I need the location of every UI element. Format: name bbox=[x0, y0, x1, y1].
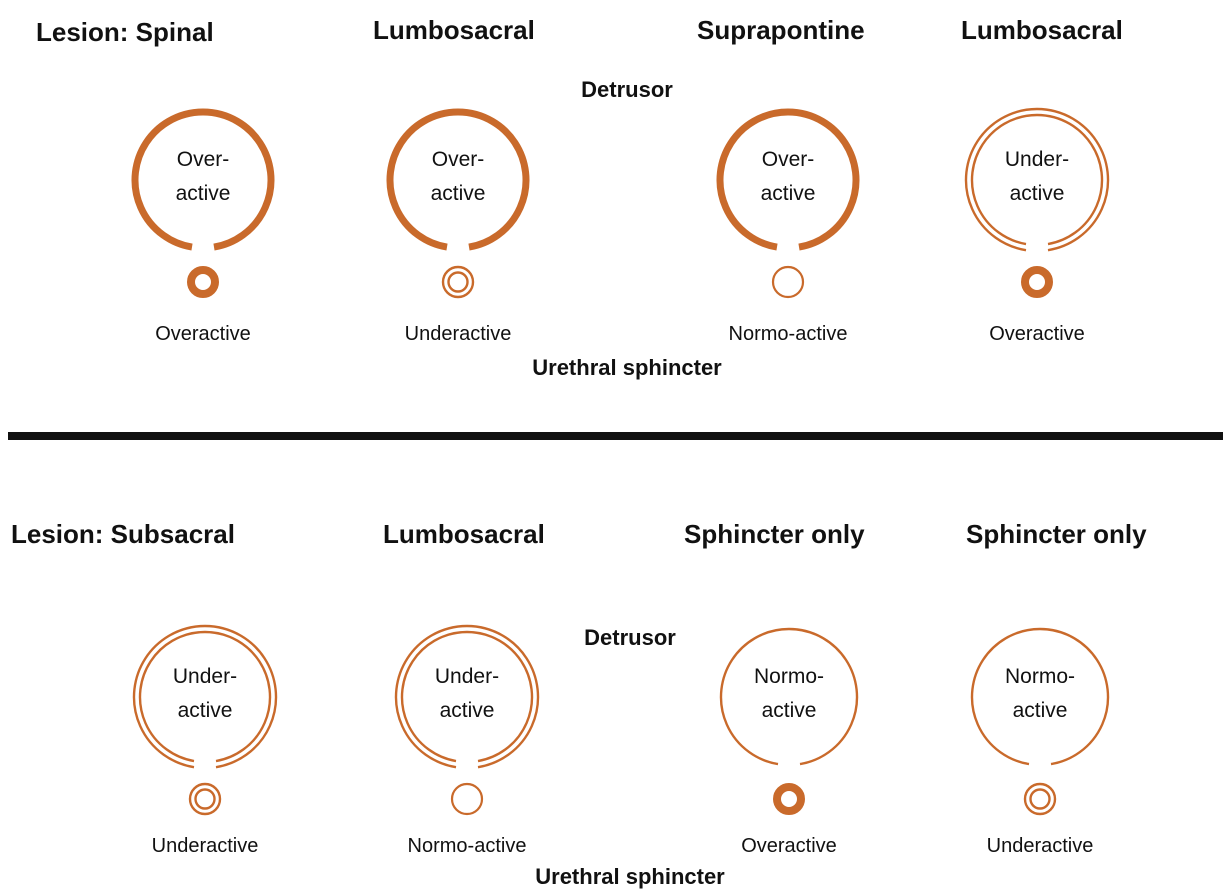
detrusor-status-line2: active bbox=[439, 699, 495, 722]
lesion-header-1: Lesion: Subsacral bbox=[11, 519, 235, 549]
lesion-header-4: Sphincter only bbox=[966, 519, 1147, 549]
detrusor-status-line2: active bbox=[175, 182, 231, 205]
detrusor-wall-arc-inner bbox=[970, 113, 1104, 246]
sphincter-status: Overactive bbox=[989, 323, 1085, 345]
detrusor-ring bbox=[132, 624, 278, 816]
lesion-header-1: Lesion: Spinal bbox=[36, 17, 214, 47]
detrusor-wall-arc-outer bbox=[394, 624, 540, 769]
sphincter-status: Normo-active bbox=[407, 835, 527, 857]
sphincter-ring bbox=[450, 782, 484, 816]
detrusor-status-line2: active bbox=[761, 699, 817, 722]
detrusor-label: Detrusor bbox=[584, 625, 676, 650]
detrusor-wall-arc bbox=[716, 108, 860, 251]
sphincter-status: Underactive bbox=[404, 323, 512, 345]
detrusor-wall-arc-outer bbox=[964, 107, 1110, 252]
bladder-unit: Normo- active Overactive bbox=[709, 619, 869, 869]
sphincter-status: Underactive bbox=[986, 835, 1094, 857]
sphincter-status: Overactive bbox=[741, 835, 837, 857]
detrusor-wall-arc bbox=[719, 627, 859, 766]
detrusor-ring bbox=[716, 108, 860, 299]
lesion-header-3: Suprapontine bbox=[697, 15, 865, 45]
detrusor-status-line1: Under- bbox=[172, 665, 238, 688]
bladder-unit: Normo- active Underactive bbox=[960, 619, 1120, 869]
detrusor-status-line1: Normo- bbox=[753, 665, 824, 688]
detrusor-status-line1: Under- bbox=[1004, 148, 1070, 171]
detrusor-ring bbox=[386, 108, 530, 299]
urethral-sphincter-label: Urethral sphincter bbox=[535, 864, 725, 889]
detrusor-ring bbox=[970, 627, 1110, 816]
detrusor-ring bbox=[964, 107, 1110, 298]
detrusor-wall-arc-outer bbox=[132, 624, 278, 769]
detrusor-ring bbox=[719, 627, 859, 815]
sphincter-ring-inner bbox=[1029, 788, 1051, 810]
sphincter-ring bbox=[1021, 266, 1053, 298]
lesion-header-3: Sphincter only bbox=[684, 519, 865, 549]
detrusor-status-line1: Over- bbox=[431, 148, 485, 171]
detrusor-status-line2: active bbox=[177, 699, 233, 722]
urethral-sphincter-label: Urethral sphincter bbox=[532, 355, 722, 380]
detrusor-ring bbox=[131, 108, 275, 298]
sphincter-ring bbox=[187, 266, 219, 298]
lesion-header-2: Lumbosacral bbox=[383, 519, 545, 549]
sphincter-ring bbox=[771, 265, 805, 299]
bladder-unit: Under- active Overactive bbox=[957, 102, 1117, 352]
panel-divider bbox=[8, 432, 1223, 440]
detrusor-wall-arc-inner bbox=[400, 630, 534, 763]
bladder-unit: Over- active Underactive bbox=[378, 102, 538, 352]
detrusor-status-line2: active bbox=[1009, 182, 1065, 205]
sphincter-status: Overactive bbox=[155, 323, 251, 345]
detrusor-wall-arc-inner bbox=[138, 630, 272, 763]
detrusor-wall-arc bbox=[970, 627, 1110, 766]
sphincter-ring bbox=[773, 783, 805, 815]
detrusor-wall-arc bbox=[131, 108, 275, 251]
detrusor-status-line1: Over- bbox=[761, 148, 815, 171]
sphincter-ring-outer bbox=[188, 782, 222, 816]
detrusor-status-line2: active bbox=[430, 182, 486, 205]
detrusor-status-line2: active bbox=[1012, 699, 1068, 722]
sphincter-ring-inner bbox=[447, 271, 469, 293]
bladder-unit: Under- active Normo-active bbox=[387, 619, 547, 869]
bladder-unit: Over- active Overactive bbox=[123, 102, 283, 352]
detrusor-status-line2: active bbox=[760, 182, 816, 205]
sphincter-ring-outer bbox=[1023, 782, 1057, 816]
lesion-header-4: Lumbosacral bbox=[961, 15, 1123, 45]
sphincter-ring-inner bbox=[194, 788, 216, 810]
detrusor-status-line1: Over- bbox=[176, 148, 230, 171]
sphincter-status: Underactive bbox=[151, 835, 259, 857]
detrusor-label: Detrusor bbox=[581, 77, 673, 102]
sphincter-status: Normo-active bbox=[728, 323, 848, 345]
lesion-header-2: Lumbosacral bbox=[373, 15, 535, 45]
bladder-unit: Over- active Normo-active bbox=[708, 102, 868, 352]
detrusor-status-line1: Under- bbox=[434, 665, 500, 688]
detrusor-wall-arc bbox=[386, 108, 530, 251]
bladder-unit: Under- active Underactive bbox=[125, 619, 285, 869]
detrusor-status-line1: Normo- bbox=[1004, 665, 1075, 688]
detrusor-ring bbox=[394, 624, 540, 816]
sphincter-ring-outer bbox=[441, 265, 475, 299]
